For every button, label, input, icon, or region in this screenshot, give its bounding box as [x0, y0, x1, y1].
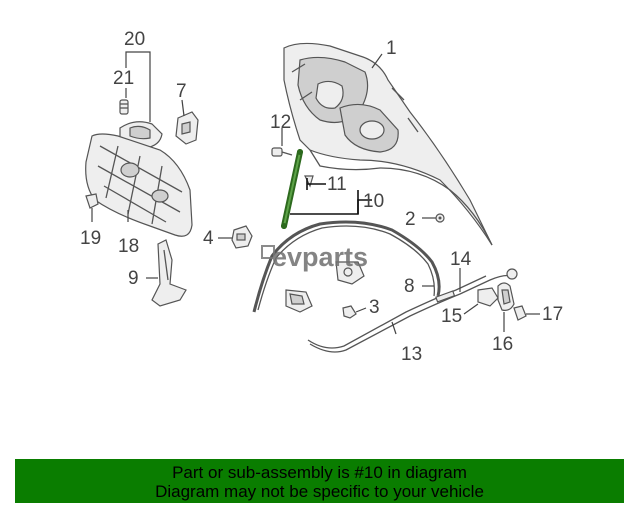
callout-18: 18: [118, 236, 139, 257]
handle-clip[interactable]: [513, 305, 527, 321]
latch-nut[interactable]: [342, 305, 357, 319]
watermark-text: evparts: [272, 242, 368, 272]
leader-lines: [91, 51, 540, 335]
callout-14: 14: [450, 249, 472, 270]
callout-7: 7: [176, 81, 187, 102]
release-handle[interactable]: [497, 282, 515, 311]
banner-line-2: Diagram may not be specific to your vehi…: [155, 482, 484, 501]
callout-11: 11: [327, 174, 347, 195]
callout-labels: 1 2 3 4 7 8 9 10 11 12 13 14 15 16 17 18…: [80, 29, 563, 365]
insulator-clip[interactable]: [85, 193, 99, 209]
callout-21: 21: [113, 68, 134, 89]
hood-seal[interactable]: [252, 220, 441, 313]
support-bracket[interactable]: [151, 239, 187, 307]
callout-9: 9: [128, 268, 139, 289]
mounting-bracket[interactable]: [175, 111, 199, 145]
hood-latch[interactable]: [285, 261, 365, 313]
callout-4: 4: [203, 228, 214, 249]
release-cable[interactable]: [307, 268, 518, 353]
latch-pin[interactable]: [119, 99, 129, 115]
callout-13: 13: [401, 344, 422, 365]
callout-17: 17: [542, 304, 563, 325]
latch-block[interactable]: [231, 225, 253, 249]
hood-panel[interactable]: [283, 42, 493, 246]
washer[interactable]: [435, 213, 445, 223]
release-lever[interactable]: [477, 287, 499, 307]
hood-insulator[interactable]: [85, 133, 193, 237]
hood-support-strut[interactable]: [281, 149, 303, 229]
callout-1: 1: [386, 38, 397, 59]
callout-10: 10: [363, 191, 384, 212]
callout-2: 2: [405, 209, 416, 230]
callout-19: 19: [80, 228, 101, 249]
callout-8: 8: [404, 276, 415, 297]
callout-20: 20: [124, 29, 145, 50]
callout-3: 3: [369, 297, 380, 318]
callout-16: 16: [492, 334, 513, 355]
hood-bolt[interactable]: [271, 147, 293, 157]
callout-12: 12: [270, 112, 291, 133]
info-banner: Part or sub-assembly is #10 in diagram D…: [15, 459, 624, 503]
watermark-logo: evparts: [261, 242, 368, 272]
banner-line-1: Part or sub-assembly is #10 in diagram: [172, 463, 467, 482]
callout-15: 15: [441, 306, 462, 327]
